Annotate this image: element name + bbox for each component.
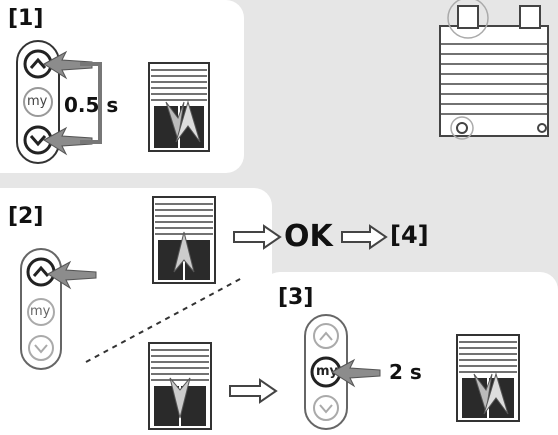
shutter-icon-down [148,342,212,430]
duration-1: 0.5 s [64,93,119,117]
shutter-icon-up [152,196,216,284]
my-button-label: my [27,94,48,109]
next-arrow-2 [341,224,388,250]
up-button[interactable] [313,323,339,349]
remote-control-1 [16,40,60,164]
chevron-up-icon [32,265,50,277]
motor-illustration [439,0,549,140]
press-arrow-3 [331,358,381,388]
chevron-up-icon [319,331,333,341]
down-button[interactable] [28,335,54,361]
duration-3: 2 s [389,360,422,384]
step-1-label: [1] [8,6,44,31]
ok-label: OK [284,219,333,254]
my-button[interactable] [27,298,55,326]
chevron-up-icon [29,57,47,69]
press-arrow-2 [47,260,97,290]
shutter-icon-1 [148,62,210,152]
next-arrow-3 [229,378,278,404]
my-button[interactable] [23,87,53,117]
shutter-icon-3 [456,334,520,422]
step-3-label: [3] [278,285,314,310]
down-button[interactable] [313,395,339,421]
chevron-down-icon [34,344,48,354]
up-button[interactable] [26,257,56,287]
chevron-down-icon [319,404,333,414]
remote-control-2 [20,248,62,370]
press-arrows-1 [43,50,102,156]
step-2-label: [2] [8,204,44,229]
up-button[interactable] [23,49,53,79]
remote-control-3 [304,314,348,430]
my-button-label: my [316,364,339,379]
next-arrow-1 [233,224,282,250]
chevron-down-icon [29,135,47,147]
my-button-label: my [30,304,51,319]
go-to-step-4: [4] [390,221,429,249]
